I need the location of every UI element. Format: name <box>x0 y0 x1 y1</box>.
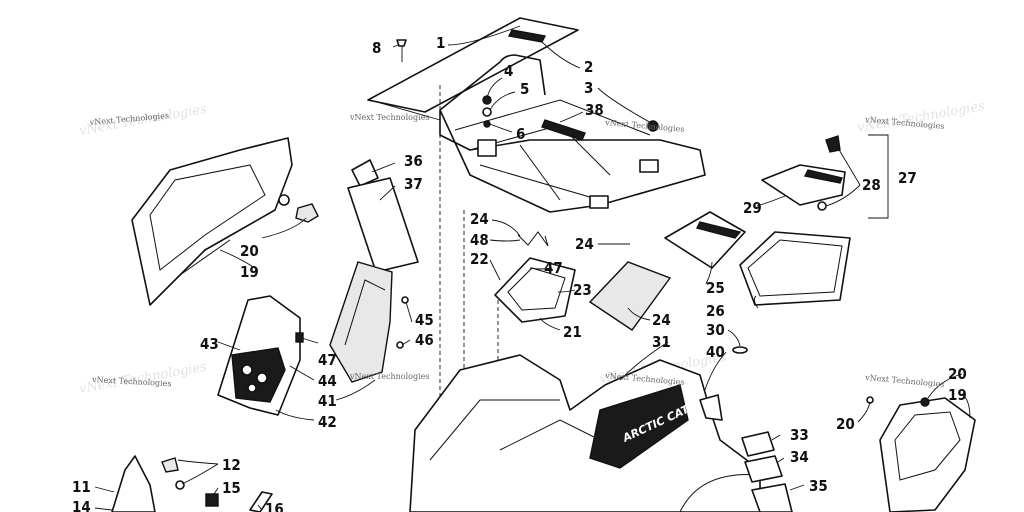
callout-5: 5 <box>520 80 529 98</box>
callout-3: 3 <box>584 79 593 97</box>
callout-19-right: 19 <box>948 386 967 404</box>
screw <box>396 341 404 349</box>
callout-19-left: 19 <box>240 263 259 281</box>
watermark: vNext Technologies <box>349 372 429 381</box>
screw <box>396 39 407 47</box>
callout-6: 6 <box>516 125 525 143</box>
watermark: vNext Technologies <box>349 113 429 122</box>
callout-4: 4 <box>504 62 513 80</box>
decals-33-35 <box>741 431 793 512</box>
callout-27: 27 <box>898 169 917 187</box>
gauge <box>247 383 257 393</box>
callout-41: 41 <box>318 392 337 410</box>
right-side-panel <box>866 396 976 512</box>
inner-panel <box>329 261 409 383</box>
plug <box>647 120 659 132</box>
screw <box>401 296 409 304</box>
callout-43: 43 <box>200 335 219 353</box>
watermark: vNext Technologies <box>864 373 945 389</box>
arctic-cat-decal <box>589 384 689 469</box>
callout-21: 21 <box>563 323 582 341</box>
callout-31: 31 <box>652 333 671 351</box>
callout-30: 30 <box>706 321 725 339</box>
switch <box>295 332 304 343</box>
callout-11: 11 <box>72 478 91 496</box>
callout-2: 2 <box>584 58 593 76</box>
callout-45: 45 <box>415 311 434 329</box>
fastener <box>817 201 827 211</box>
callout-29: 29 <box>743 199 762 217</box>
plug <box>732 346 748 354</box>
callout-44: 44 <box>318 372 337 390</box>
left-side-panel <box>131 137 319 306</box>
callout-20-left: 20 <box>240 242 259 260</box>
callout-35: 35 <box>809 477 828 495</box>
callout-1: 1 <box>436 34 445 52</box>
callout-34: 34 <box>790 448 809 466</box>
callout-42: 42 <box>318 413 337 431</box>
rack-decal <box>541 119 586 141</box>
callout-24-right: 24 <box>652 311 671 329</box>
callout-25: 25 <box>706 279 725 297</box>
gauge <box>256 372 268 384</box>
bracket <box>699 394 723 421</box>
grommet <box>920 397 930 407</box>
callout-16: 16 <box>265 500 284 512</box>
watermark: vNext Technologies <box>91 375 172 388</box>
bulb-socket <box>205 493 219 507</box>
washer <box>482 107 492 117</box>
gauge <box>241 364 253 376</box>
tool-box-lid <box>761 135 846 211</box>
callout-22: 22 <box>470 250 489 268</box>
latch <box>825 135 841 153</box>
callout-48: 48 <box>470 231 489 249</box>
callout-40: 40 <box>706 343 725 361</box>
fastener-clip <box>295 203 319 223</box>
callout-37: 37 <box>404 175 423 193</box>
callout-14: 14 <box>72 498 91 512</box>
bolt <box>482 95 492 105</box>
callout-46: 46 <box>415 331 434 349</box>
callout-26: 26 <box>706 302 725 320</box>
callout-20-right-low: 20 <box>836 415 855 433</box>
group-bracket <box>868 134 889 219</box>
callout-labels: 1 2 3 4 5 6 8 11 12 14 15 16 19 19 20 20… <box>72 34 967 512</box>
rack-badge <box>507 29 547 43</box>
callout-12: 12 <box>222 456 241 474</box>
callout-38: 38 <box>585 101 604 119</box>
callout-23: 23 <box>573 281 592 299</box>
nut <box>483 120 491 128</box>
callout-20-right-top: 20 <box>948 365 967 383</box>
callout-8: 8 <box>372 39 381 57</box>
callout-47-right: 47 <box>544 259 563 277</box>
rack-mount <box>589 195 609 209</box>
callout-47-left: 47 <box>318 351 337 369</box>
decals-36-37 <box>347 159 419 273</box>
main-body: ARCTIC CAT <box>409 346 761 512</box>
front-console <box>217 295 304 416</box>
callout-33: 33 <box>790 426 809 444</box>
callout-24-mid: 24 <box>575 235 594 253</box>
callout-36: 36 <box>404 152 423 170</box>
cover-plates <box>494 231 672 331</box>
callout-15: 15 <box>222 479 241 497</box>
grommet <box>278 194 290 206</box>
rack-mount <box>639 159 659 173</box>
callout-24-left: 24 <box>470 210 489 228</box>
rack-mount <box>477 139 497 157</box>
watermark: vNext Technologies <box>604 118 685 134</box>
headlight-pod <box>111 455 273 512</box>
storage-box <box>664 211 851 306</box>
rear-rack <box>367 17 706 213</box>
callout-28: 28 <box>862 176 881 194</box>
leader-lines <box>94 25 971 511</box>
screw <box>175 480 185 490</box>
